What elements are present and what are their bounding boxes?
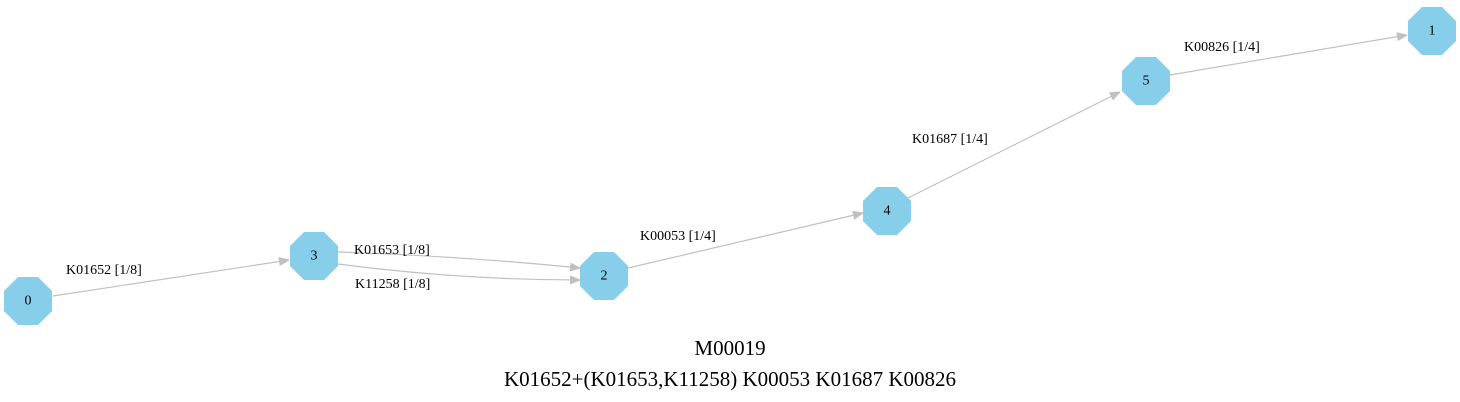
- nodes: 0 3 2 4 5 1: [3, 6, 1457, 326]
- module-id: M00019: [694, 336, 765, 360]
- node-1[interactable]: 1: [1407, 6, 1457, 56]
- node-3-octagon: [289, 231, 339, 281]
- node-4[interactable]: 4: [862, 186, 912, 236]
- module-definition: K01652+(K01653,K11258) K00053 K01687 K00…: [504, 367, 956, 391]
- node-2-octagon: [579, 251, 629, 301]
- edge-label-4-5: K01687 [1/4]: [912, 132, 988, 147]
- edge-label-2-4: K00053 [1/4]: [640, 229, 716, 244]
- node-0-octagon: [3, 276, 53, 326]
- node-5-label: 5: [1143, 74, 1150, 89]
- node-2-label: 2: [601, 269, 608, 284]
- edge-label-3-2-k11258: K11258 [1/8]: [355, 277, 430, 292]
- edge-label-0-3: K01652 [1/8]: [66, 263, 142, 278]
- node-3[interactable]: 3: [289, 231, 339, 281]
- node-0-label: 0: [25, 294, 32, 309]
- edge-labels: K01652 [1/8] K01653 [1/8] K11258 [1/8] K…: [66, 40, 1260, 292]
- edge-4-5: [907, 92, 1120, 199]
- edge-3-2-k01653: [337, 251, 580, 268]
- edge-5-1: [1169, 35, 1407, 76]
- edge-2-4: [627, 213, 863, 269]
- node-5-octagon: [1121, 56, 1171, 106]
- node-1-octagon: [1407, 6, 1457, 56]
- edge-label-3-2-k01653: K01653 [1/8]: [354, 243, 430, 258]
- node-2[interactable]: 2: [579, 251, 629, 301]
- edges: [52, 35, 1407, 297]
- node-4-octagon: [862, 186, 912, 236]
- node-1-label: 1: [1429, 24, 1436, 39]
- node-3-label: 3: [311, 249, 318, 264]
- edge-label-5-1: K00826 [1/4]: [1184, 40, 1260, 55]
- node-5[interactable]: 5: [1121, 56, 1171, 106]
- node-0[interactable]: 0: [3, 276, 53, 326]
- node-4-label: 4: [884, 204, 891, 219]
- edge-3-2-k11258: [337, 263, 580, 280]
- edge-0-3: [52, 260, 289, 297]
- caption: M00019 K01652+(K01653,K11258) K00053 K01…: [504, 336, 956, 391]
